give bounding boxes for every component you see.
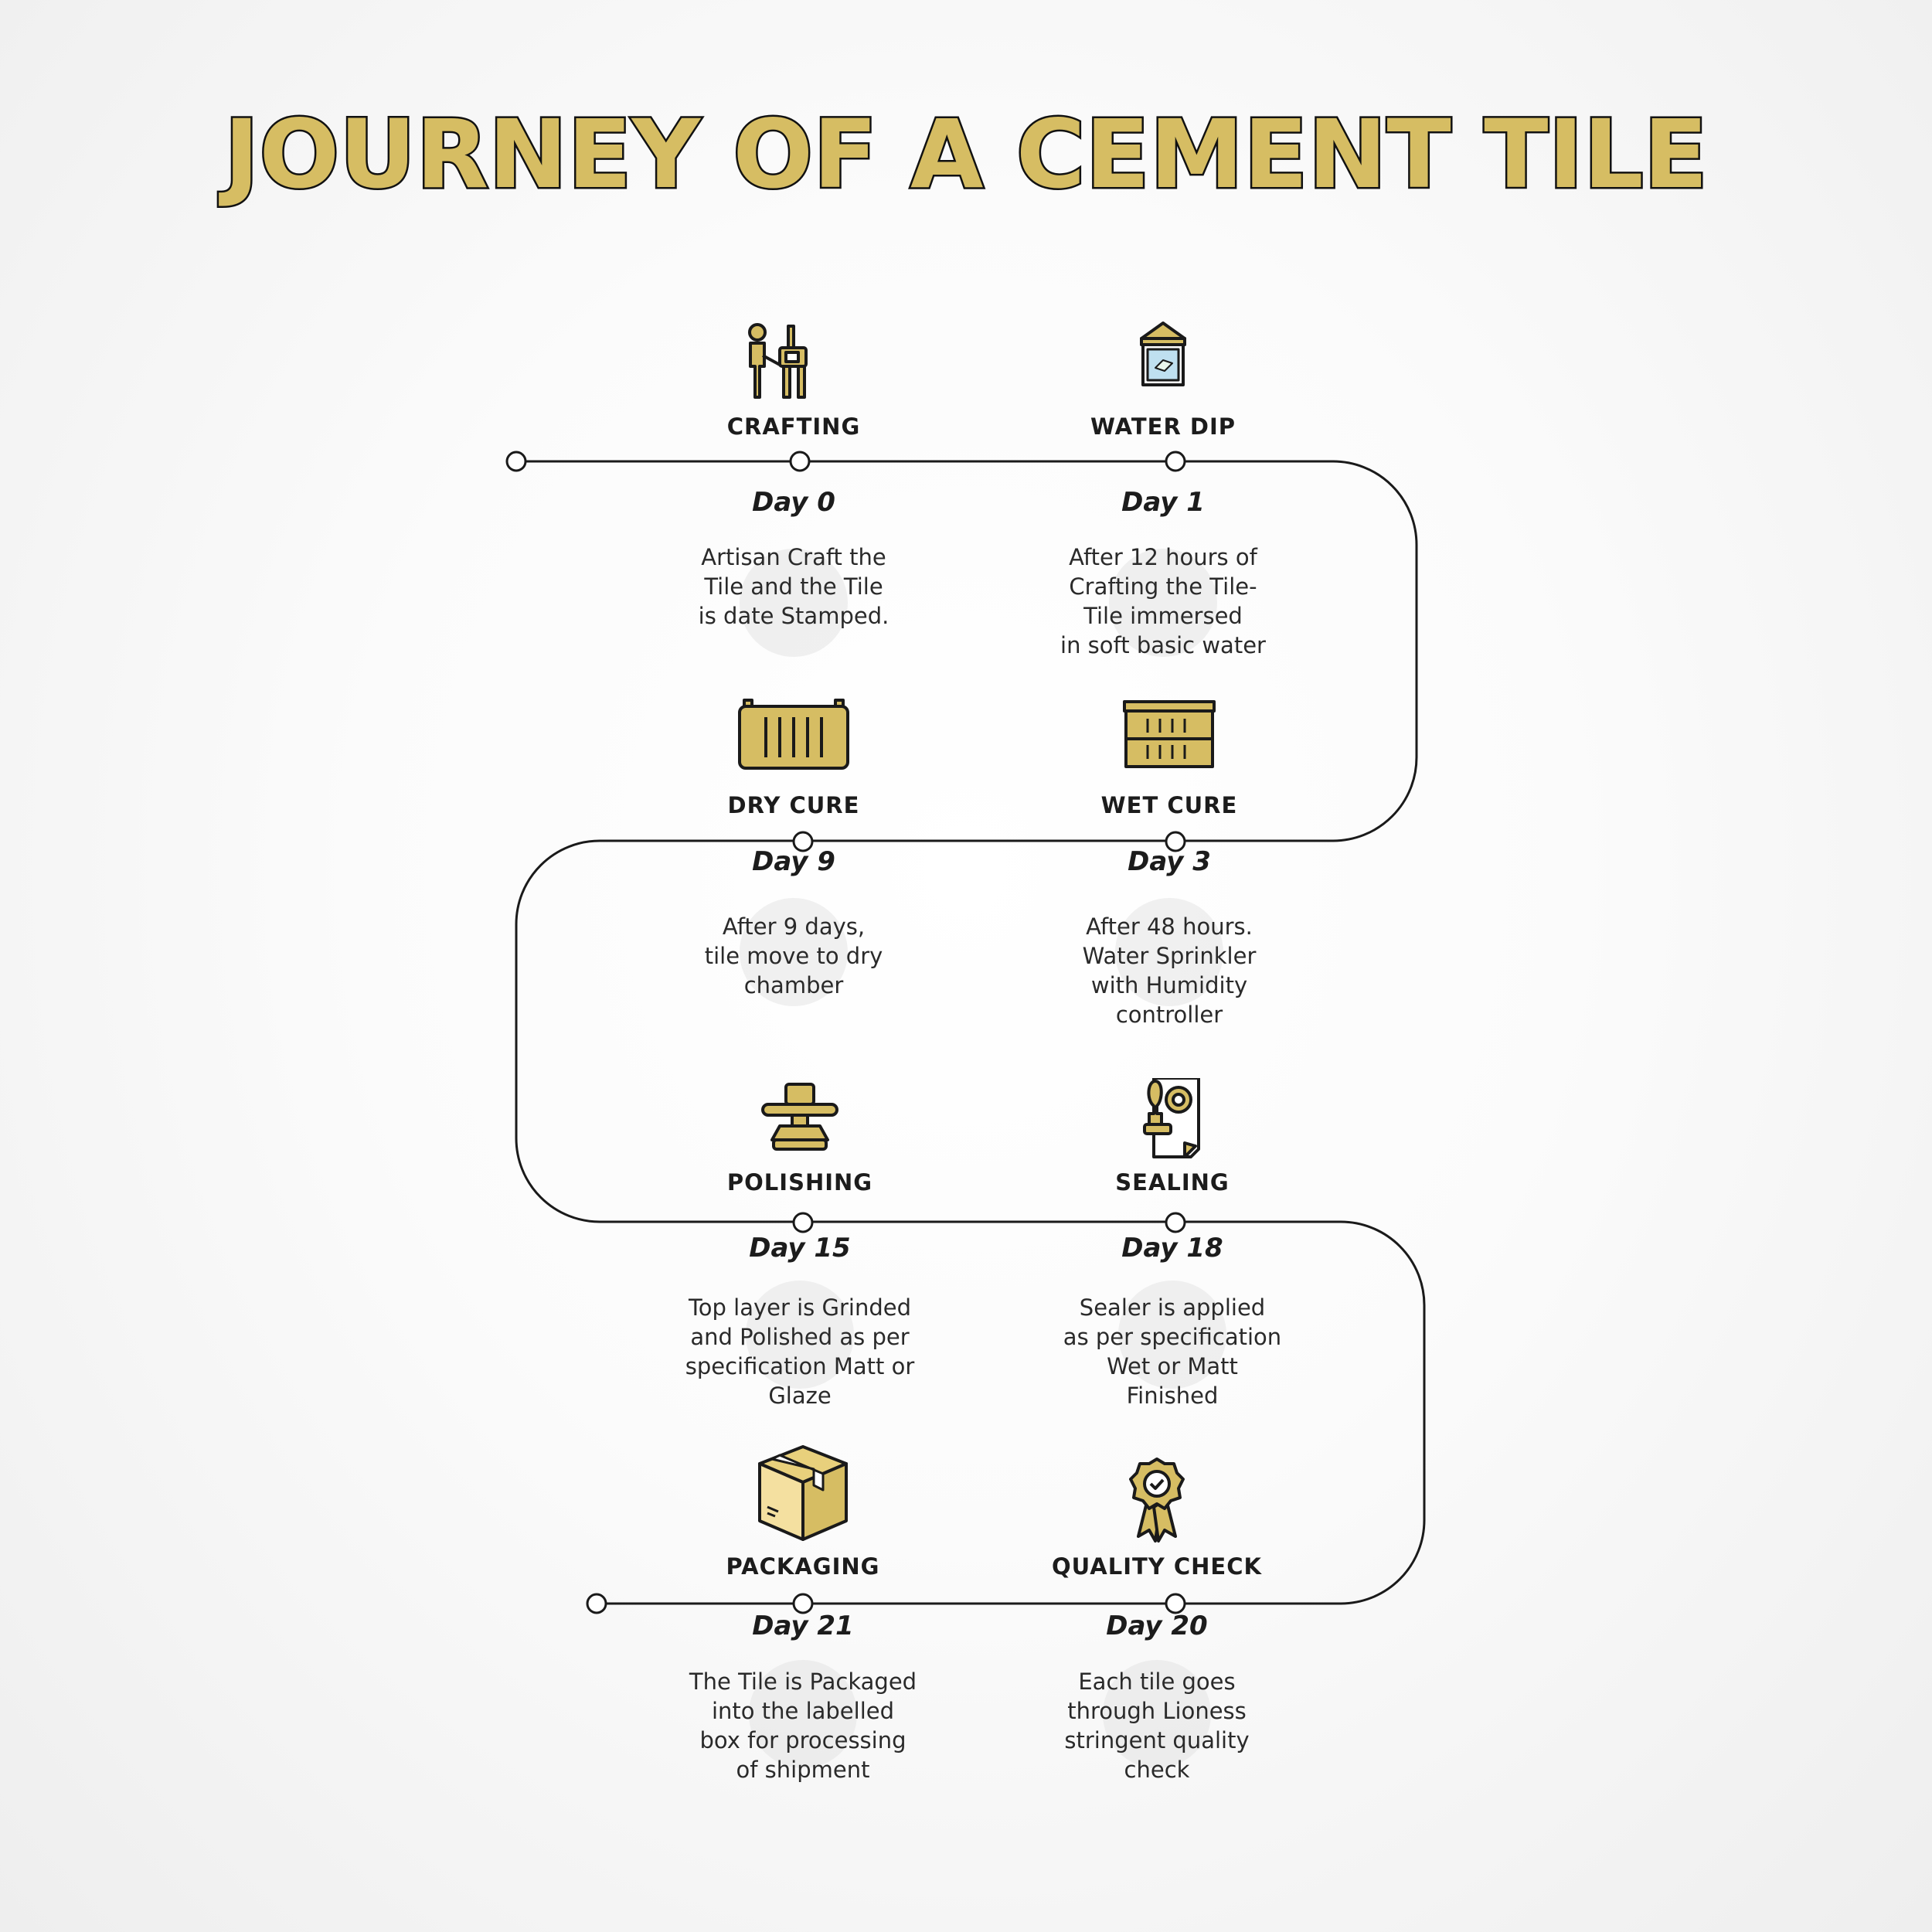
step-name: CRAFTING — [726, 413, 861, 440]
timeline-node-wet-cure — [1165, 831, 1186, 852]
timeline-end-node — [586, 1593, 607, 1614]
decorative-blob — [1109, 549, 1217, 657]
timeline-node-packaging — [792, 1593, 814, 1614]
step-name: PACKAGING — [726, 1553, 880, 1580]
timeline-start-node — [505, 451, 527, 472]
step-name: POLISHING — [726, 1169, 873, 1196]
step-description: The Tile is Packaged into the labelled b… — [689, 1668, 917, 1783]
step-name: WATER DIP — [1090, 413, 1236, 440]
timeline-node-crafting — [789, 451, 811, 472]
page-title-text: JOURNEY OF A CEMENT TILE — [219, 100, 1708, 209]
step-name: QUALITY CHECK — [1051, 1553, 1263, 1580]
timeline-node-water-dip — [1165, 451, 1186, 472]
step-name: WET CURE — [1100, 792, 1238, 818]
decorative-blob — [740, 898, 848, 1006]
step-description: Sealer is applied as per specification W… — [1063, 1294, 1282, 1409]
step-description: After 9 days, tile move to dry chamber — [704, 913, 883, 998]
polishing-machine-icon — [761, 1083, 838, 1151]
decorative-blob — [1103, 1660, 1211, 1768]
step-description: After 12 hours of Crafting the Tile- Til… — [1060, 544, 1266, 658]
water-tank-icon — [1140, 321, 1186, 386]
step-description: Each tile goes through Lioness stringent… — [1064, 1668, 1250, 1783]
sealing-stamp-icon — [1143, 1078, 1200, 1158]
decorative-blob — [746, 1281, 854, 1389]
page-title: JOURNEY OF A CEMENT TILE — [217, 98, 1710, 212]
timeline-node-sealing — [1165, 1212, 1186, 1233]
decorative-blob — [749, 1660, 857, 1768]
timeline-node-polishing — [792, 1212, 814, 1233]
dry-chamber-icon — [738, 699, 849, 770]
step-day: Day 15 — [749, 1233, 851, 1264]
step-day: Day 21 — [752, 1611, 854, 1641]
step-description: Artisan Craft the Tile and the Tile is d… — [698, 544, 889, 629]
step-description: Top layer is Grinded and Polished as per… — [685, 1294, 915, 1409]
step-day: Day 3 — [1128, 846, 1211, 877]
decorative-blob — [1118, 1281, 1226, 1389]
timeline-node-quality-check — [1165, 1593, 1186, 1614]
step-day: Day 9 — [752, 846, 835, 877]
quality-badge-icon — [1129, 1458, 1185, 1543]
step-name: SEALING — [1115, 1169, 1230, 1196]
decorative-blob — [740, 549, 848, 657]
sprinkler-chamber-icon — [1123, 700, 1216, 768]
timeline-curve — [515, 460, 1426, 1605]
artisan-workbench-icon — [748, 323, 808, 399]
step-day: Day 20 — [1106, 1611, 1208, 1641]
package-box-icon — [758, 1445, 848, 1541]
timeline-node-dry-cure — [792, 831, 814, 852]
decorative-blob — [1115, 898, 1223, 1006]
step-day: Day 1 — [1121, 487, 1205, 518]
step-day: Day 18 — [1121, 1233, 1223, 1264]
step-description: After 48 hours. Water Sprinkler with Hum… — [1082, 913, 1257, 1028]
step-day: Day 0 — [752, 487, 835, 518]
step-name: DRY CURE — [727, 792, 860, 818]
